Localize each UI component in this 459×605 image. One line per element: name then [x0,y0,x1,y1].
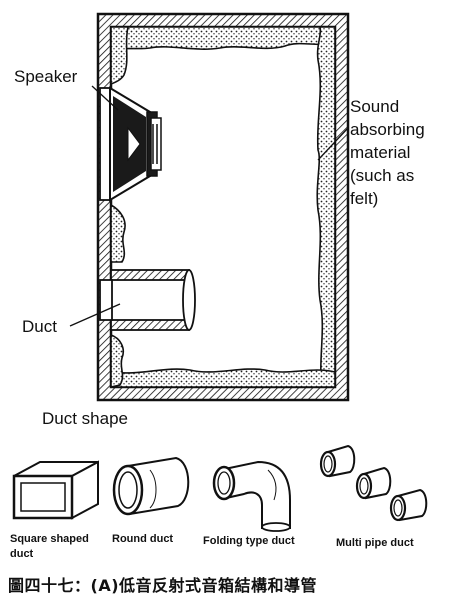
duct-shape-heading: Duct shape [42,409,128,428]
speaker-leader-line [91,85,119,111]
speaker-label: Speaker [14,67,78,86]
folding-duct-drawing [212,460,291,532]
duct-in-cabinet [99,269,196,331]
felt-label-line-3: material [350,143,411,162]
speaker-driver [109,86,162,202]
round-duct-label: Round duct [112,533,174,545]
folding-duct-label: Folding type duct [203,535,295,547]
felt-label-line-1: Sound [350,97,400,116]
square-duct-drawing [12,460,99,520]
felt-label-line-4: (such as [350,166,415,185]
felt-label-line-5: felt) [350,189,379,208]
felt-label-line-2: absorbing [350,120,425,139]
speaker-cabinet [96,12,350,402]
duct-label: Duct [22,317,57,336]
felt-leader-line [317,127,349,161]
multi-pipe-duct-label: Multi pipe duct [336,537,414,549]
round-duct-drawing [112,456,190,516]
square-duct-label-line-2: duct [10,548,34,560]
square-duct-label-line-1: Square shaped [10,533,89,545]
duct-leader-line [69,303,121,327]
figure-caption: 圖四十七：(A)低音反射式音箱結構和導管 [8,576,318,595]
multi-pipe-duct-drawing [319,444,428,522]
